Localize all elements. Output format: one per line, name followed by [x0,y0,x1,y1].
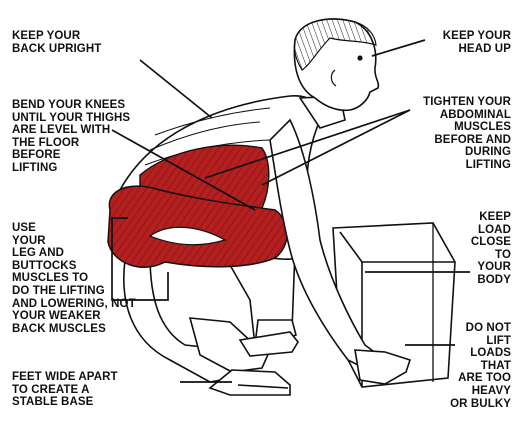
label-back-upright: KEEP YOUR BACK UPRIGHT [12,30,101,55]
label-use-legs: USE YOUR LEG AND BUTTOCKS MUSCLES TO DO … [12,222,136,335]
label-head-up: KEEP YOUR HEAD UP [443,30,511,55]
label-abdominal: TIGHTEN YOUR ABDOMINAL MUSCLES BEFORE AN… [423,96,511,172]
leader-head-up [372,40,425,56]
label-keep-load: KEEP LOAD CLOSE TO YOUR BODY [471,211,511,287]
label-feet-wide: FEET WIDE APART TO CREATE A STABLE BASE [12,371,118,409]
label-bend-knees: BEND YOUR KNEES UNTIL YOUR THIGHS ARE LE… [12,99,130,175]
leader-back-upright [140,60,212,118]
label-do-not-lift: DO NOT LIFT LOADS THAT ARE TOO HEAVY OR … [450,322,511,410]
